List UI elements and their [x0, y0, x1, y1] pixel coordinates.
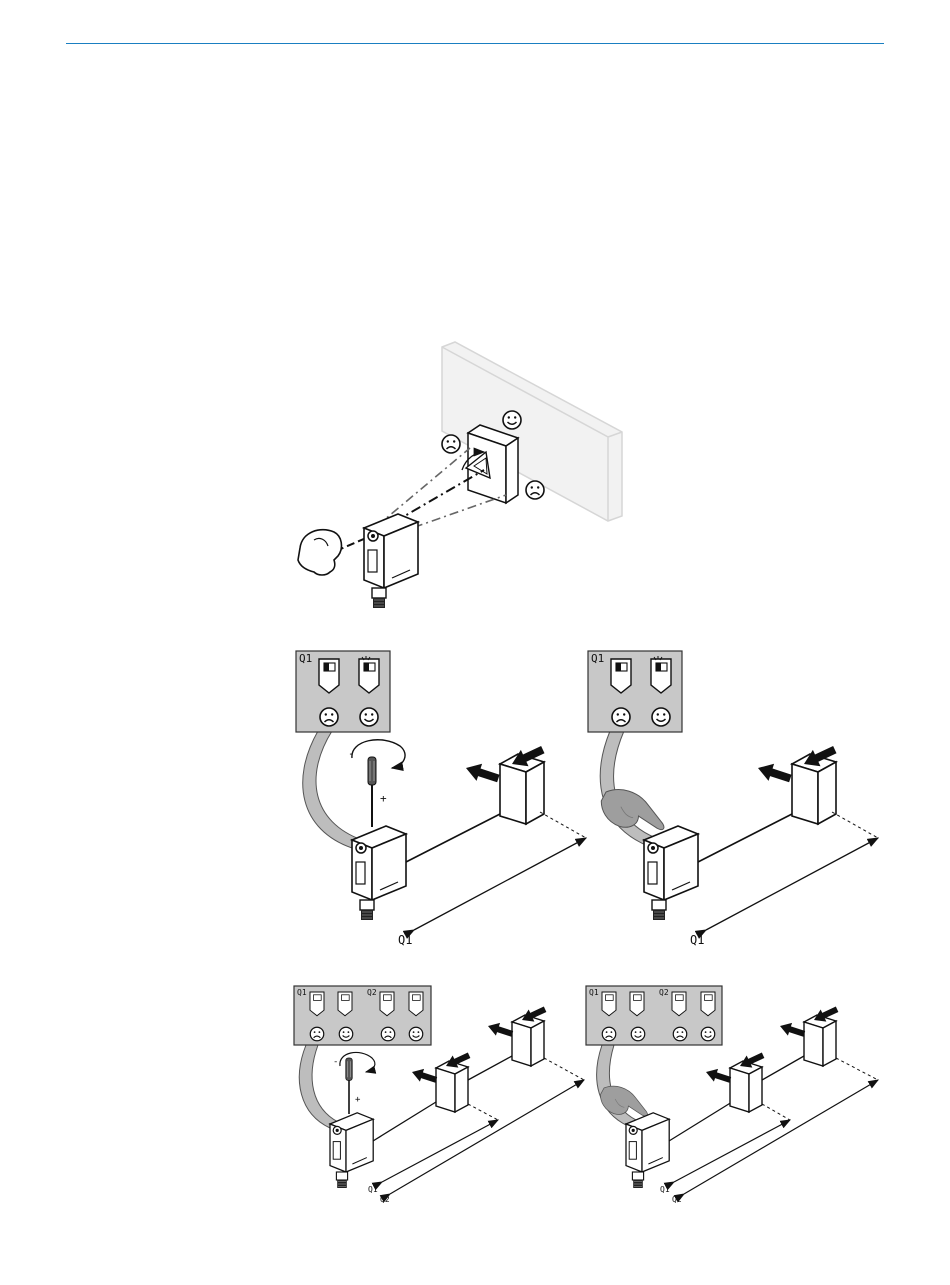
- single-channel-teach-figure: Q1 Q1: [588, 651, 878, 947]
- axis-label: Q1: [398, 933, 412, 947]
- axis-label: Q1: [368, 1185, 378, 1194]
- svg-text:+: +: [355, 1095, 361, 1105]
- led-off-icon: [672, 992, 686, 1016]
- sensor-icon: [330, 1113, 373, 1188]
- channel-label: Q1: [299, 652, 312, 665]
- frown-icon: [602, 1027, 616, 1041]
- target-object: [730, 1061, 762, 1112]
- svg-text:+: +: [380, 792, 387, 805]
- screwdriver-icon: [346, 1058, 352, 1114]
- sensor-icon: [364, 514, 418, 608]
- smiley-icon: [503, 411, 521, 429]
- led-blink-icon: [701, 992, 715, 1016]
- channel-label: Q2: [659, 988, 669, 997]
- channel-label: Q2: [367, 988, 377, 997]
- led-blink-icon: [338, 992, 352, 1016]
- alignment-figure: [298, 342, 622, 608]
- frown-icon: [612, 708, 630, 726]
- led-off-icon: [310, 992, 324, 1016]
- dual-channel-pot-figure: Q1 Q2 - + Q1 Q2: [294, 986, 584, 1204]
- smiley-icon: [339, 1027, 353, 1041]
- led-off-icon: [380, 992, 394, 1016]
- sensor-icon: [352, 826, 406, 920]
- led-blink-icon: [409, 992, 423, 1016]
- axis-label: Q1: [660, 1185, 670, 1194]
- screwdriver-icon: [368, 757, 376, 827]
- frown-icon: [442, 435, 460, 453]
- target-object: [512, 1015, 544, 1066]
- axis-label: Q1: [690, 933, 704, 947]
- smiley-icon: [360, 708, 378, 726]
- smiley-icon: [652, 708, 670, 726]
- sensor-icon: [626, 1113, 669, 1188]
- single-channel-pot-figure: Q1 - + Q1: [296, 651, 586, 947]
- channel-label: Q1: [591, 652, 604, 665]
- target-object: [436, 1061, 468, 1112]
- svg-text:-: -: [333, 1057, 338, 1067]
- axis-label: Q2: [380, 1195, 390, 1204]
- sensor-icon: [644, 826, 698, 920]
- frown-icon: [320, 708, 338, 726]
- dual-channel-teach-figure: Q1 Q2 Q1 Q2: [586, 986, 878, 1204]
- frown-icon: [310, 1027, 324, 1041]
- channel-label: Q1: [589, 988, 599, 997]
- target-object: [804, 1015, 836, 1066]
- axis-label: Q2: [672, 1195, 682, 1204]
- frown-icon: [673, 1027, 687, 1041]
- smiley-icon: [631, 1027, 645, 1041]
- smiley-icon: [701, 1027, 715, 1041]
- led-off-icon: [602, 992, 616, 1016]
- smiley-icon: [409, 1027, 423, 1041]
- led-blink-icon: [630, 992, 644, 1016]
- svg-text:-: -: [348, 747, 355, 760]
- channel-label: Q1: [297, 988, 307, 997]
- frown-icon: [381, 1027, 395, 1041]
- observer-head-icon: [298, 530, 341, 575]
- frown-icon: [526, 481, 544, 499]
